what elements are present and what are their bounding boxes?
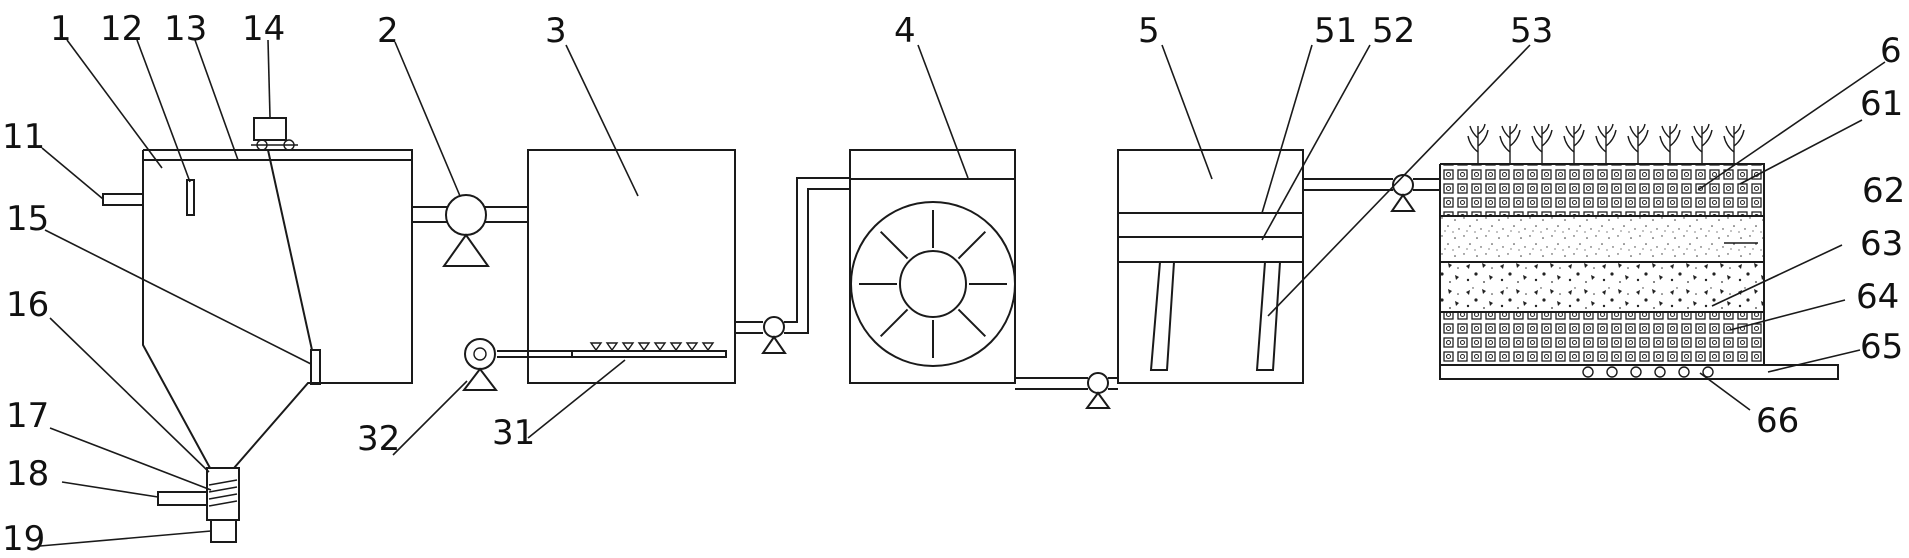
label-4: 4 bbox=[894, 11, 916, 51]
label-52: 52 bbox=[1372, 11, 1415, 51]
settling-tank bbox=[102, 117, 413, 543]
label-15: 15 bbox=[6, 199, 49, 239]
label-66: 66 bbox=[1756, 401, 1799, 441]
plant bbox=[1627, 123, 1649, 164]
label-14: 14 bbox=[242, 9, 285, 49]
label-51: 51 bbox=[1314, 11, 1357, 51]
label-17: 17 bbox=[6, 396, 49, 436]
label-64: 64 bbox=[1856, 277, 1899, 317]
aeration-tank bbox=[461, 149, 736, 391]
label-19: 19 bbox=[2, 519, 45, 558]
aeration-pipes bbox=[1582, 366, 1714, 378]
rotor-tank bbox=[849, 149, 1016, 384]
pipe-to-wetland bbox=[1303, 174, 1440, 212]
label-18: 18 bbox=[6, 454, 49, 494]
plant bbox=[1659, 123, 1681, 164]
rotor-spokes bbox=[859, 210, 1007, 358]
label-62: 62 bbox=[1862, 171, 1905, 211]
aeration-pipe-hole bbox=[1702, 366, 1714, 378]
diffuser-head bbox=[637, 342, 651, 352]
label-63: 63 bbox=[1860, 224, 1903, 264]
label-1: 1 bbox=[50, 9, 72, 49]
label-31: 31 bbox=[492, 413, 535, 453]
label-13: 13 bbox=[164, 9, 207, 49]
label-12: 12 bbox=[100, 9, 143, 49]
diffuser-head bbox=[669, 342, 683, 352]
rotor-spoke bbox=[879, 308, 909, 338]
filter-tank bbox=[1117, 149, 1304, 384]
label-11: 11 bbox=[2, 117, 45, 157]
label-3: 3 bbox=[545, 11, 567, 51]
plant bbox=[1531, 123, 1553, 164]
label-61: 61 bbox=[1860, 84, 1903, 124]
plant bbox=[1723, 123, 1745, 164]
label-32: 32 bbox=[357, 419, 400, 459]
plant bbox=[1467, 123, 1489, 164]
plant bbox=[1563, 123, 1585, 164]
wetland-plants bbox=[1467, 123, 1745, 164]
callout-labels: 1 12 13 14 11 15 16 17 18 19 2 3 4 5 51 … bbox=[2, 9, 1905, 558]
label-6: 6 bbox=[1880, 31, 1902, 71]
diffuser-head bbox=[589, 342, 603, 352]
rotor-spoke bbox=[879, 230, 909, 260]
transfer-pump bbox=[412, 194, 528, 267]
label-53: 53 bbox=[1510, 11, 1553, 51]
diffuser-head bbox=[605, 342, 619, 352]
diffuser-head bbox=[685, 342, 699, 352]
label-65: 65 bbox=[1860, 327, 1903, 367]
pipe-to-rotor-tank bbox=[735, 177, 850, 354]
rotor-spoke bbox=[957, 308, 987, 338]
aeration-pipe-hole bbox=[1606, 366, 1618, 378]
leader-lines bbox=[39, 39, 1886, 547]
diffuser-head bbox=[701, 342, 715, 352]
label-5: 5 bbox=[1138, 11, 1160, 51]
plant bbox=[1595, 123, 1617, 164]
diffuser-head bbox=[621, 342, 635, 352]
diffuser-heads bbox=[589, 342, 715, 352]
diffuser-head bbox=[653, 342, 667, 352]
label-16: 16 bbox=[6, 285, 49, 325]
rotor-spoke bbox=[957, 230, 987, 260]
constructed-wetland bbox=[1439, 123, 1839, 380]
aeration-pipe-hole bbox=[1630, 366, 1642, 378]
aeration-pipe-hole bbox=[1654, 366, 1666, 378]
plant bbox=[1691, 123, 1713, 164]
pipe-to-filter-tank bbox=[1015, 372, 1118, 409]
aeration-pipe-hole bbox=[1678, 366, 1690, 378]
plant bbox=[1499, 123, 1521, 164]
label-2: 2 bbox=[377, 11, 399, 51]
aeration-pipe-hole bbox=[1582, 366, 1594, 378]
